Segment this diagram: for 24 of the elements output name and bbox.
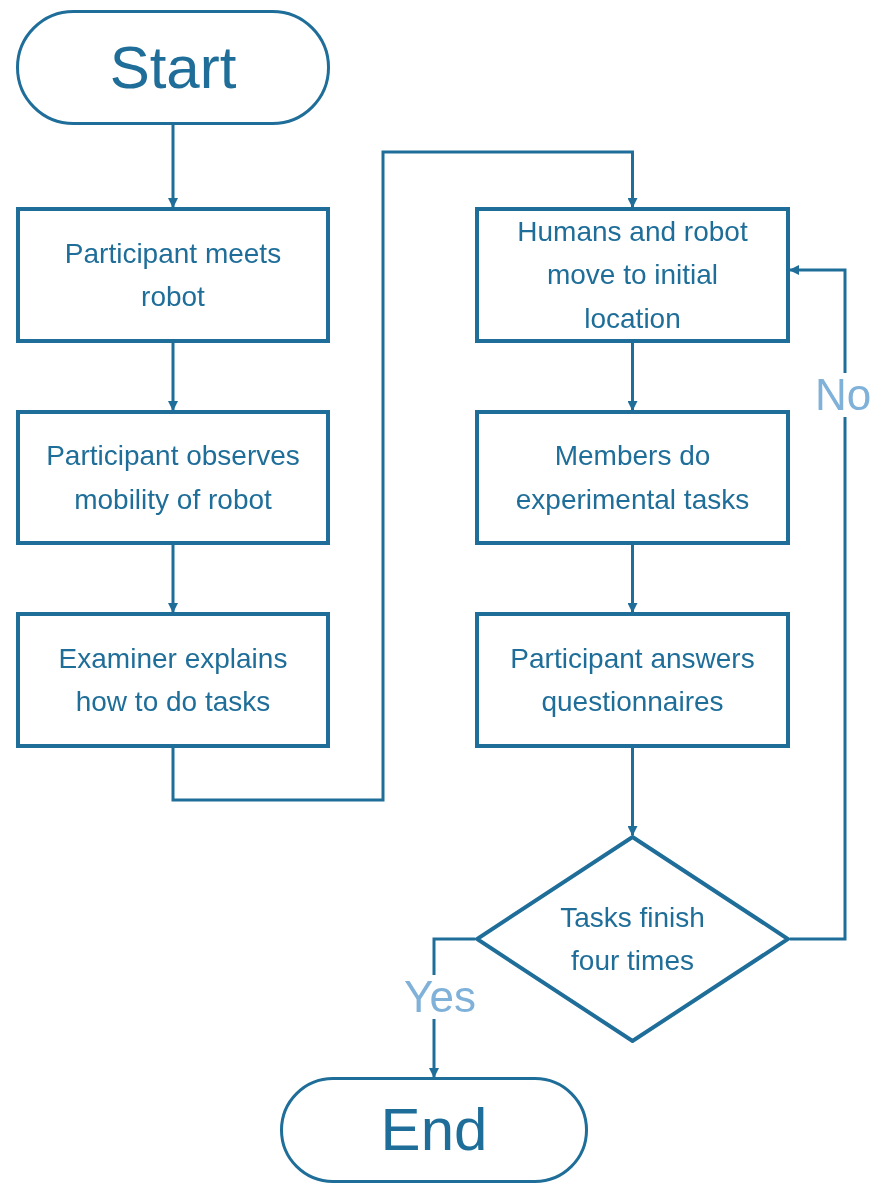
node-text: End	[379, 1097, 489, 1163]
node-text: Humans and robot move to initial location	[516, 214, 749, 336]
process-box	[16, 207, 330, 343]
edge-label: Yes	[402, 975, 478, 1019]
node-text: Tasks finish four times	[559, 900, 706, 978]
arrow	[627, 748, 638, 836]
node-text: Members do experimental tasks	[514, 439, 751, 517]
process-box	[475, 207, 790, 343]
arrow	[627, 343, 638, 411]
arrow	[168, 125, 178, 208]
process-box	[16, 612, 330, 748]
arrow	[627, 545, 638, 613]
node-text: Examiner explains how to do tasks	[57, 641, 289, 719]
process-box	[475, 612, 790, 748]
node-text: Participant observes mobility of robot	[45, 439, 301, 517]
arrow	[168, 545, 178, 613]
node-text: Participant meets robot	[63, 236, 283, 314]
arrow	[171, 150, 638, 802]
node-text: Participant answers questionnaires	[509, 641, 756, 719]
node-text: Start	[108, 34, 238, 101]
process-box	[16, 410, 330, 545]
arrow	[789, 265, 847, 941]
process-box	[475, 410, 790, 545]
arrow	[168, 343, 178, 411]
